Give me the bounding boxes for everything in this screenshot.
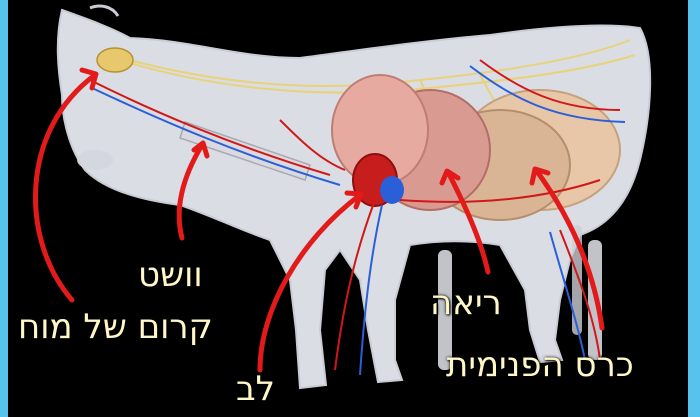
label-brain-membrane: קרום של מוח: [18, 310, 213, 344]
label-inner-stomach: כרס הפנימית: [446, 348, 634, 382]
label-lung: ריאה: [430, 286, 502, 320]
label-trachea: וושט: [138, 258, 203, 292]
label-heart: לב: [236, 372, 275, 406]
